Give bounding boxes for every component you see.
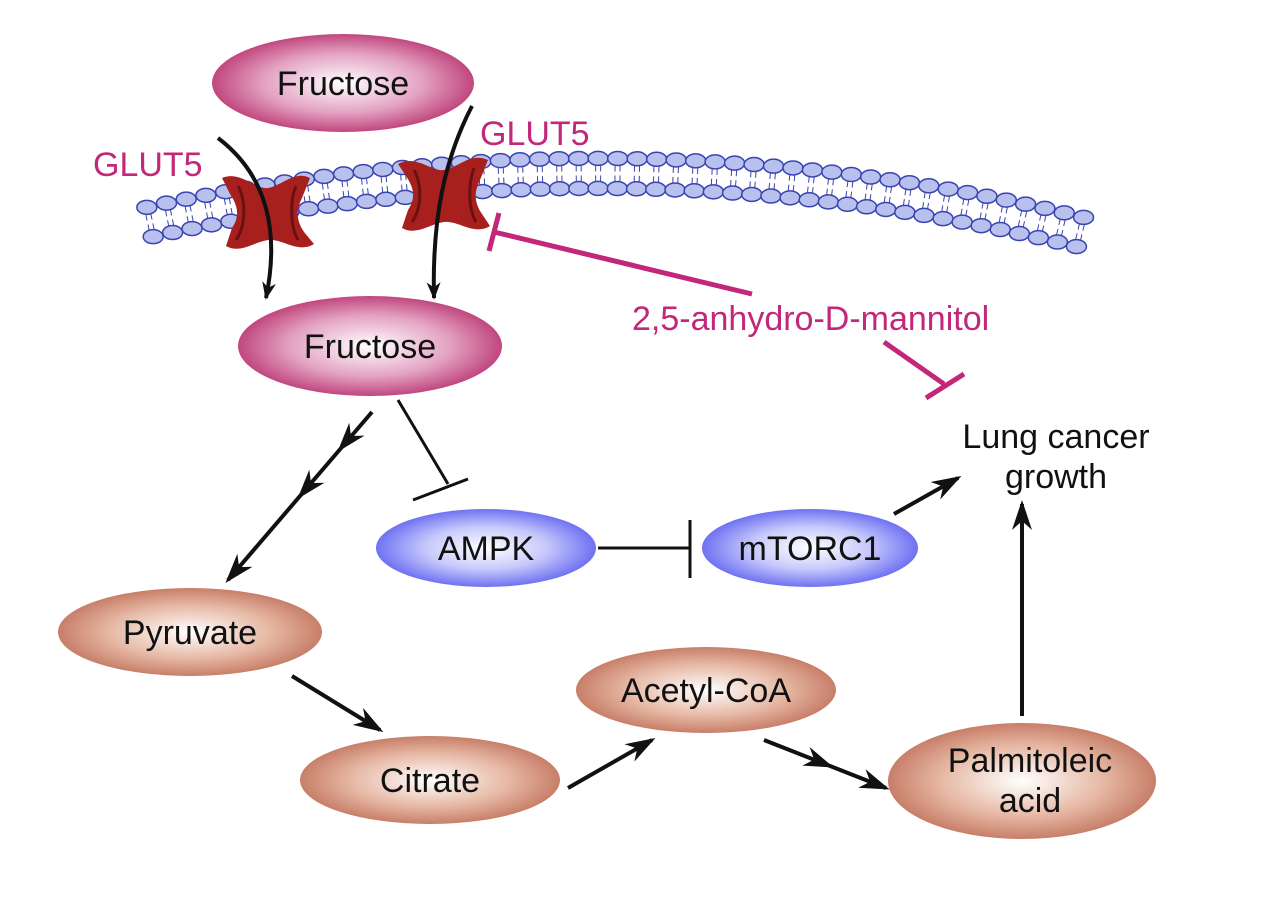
- pyruvate-node: Pyruvate: [58, 588, 322, 676]
- pyruvate-label: Pyruvate: [123, 614, 257, 652]
- fructose-outside-label: Fructose: [277, 65, 409, 103]
- acetylcoa-to-palmitoleic-arrow: [763, 738, 890, 790]
- palmitoleic-label-line1: Palmitoleic: [948, 742, 1112, 780]
- lung-cancer-growth-label: Lung cancer growth: [962, 418, 1149, 496]
- glut5-right-label: GLUT5: [480, 115, 590, 153]
- outcome-line2: growth: [1005, 458, 1107, 496]
- ampk-mtorc1-inhibition: [598, 520, 692, 578]
- fructose-uptake-arrow-right: [426, 105, 474, 300]
- mtorc1-node: mTORC1: [702, 509, 918, 587]
- fructose-ampk-inhibition: [396, 399, 469, 502]
- citrate-label: Citrate: [380, 762, 480, 800]
- glut5-left-label: GLUT5: [93, 146, 203, 184]
- citrate-to-acetylcoa-arrow: [567, 738, 656, 790]
- fructose-inside-label: Fructose: [304, 328, 436, 366]
- fructose-outside-node: Fructose: [212, 34, 474, 132]
- glut5-transporter-right: [398, 157, 490, 231]
- palmitoleic-acid-node: Palmitoleic acid: [888, 723, 1156, 839]
- citrate-node: Citrate: [300, 736, 560, 824]
- inhibitor-label: 2,5-anhydro-D-mannitol: [632, 300, 989, 338]
- pyruvate-to-citrate-arrow: [290, 674, 384, 733]
- ampk-node: AMPK: [376, 509, 596, 587]
- inhibitor-to-glut5-inhibition: [486, 212, 753, 297]
- inhibitor-to-growth-inhibition: [882, 339, 966, 401]
- acetyl-coa-label: Acetyl-CoA: [621, 672, 791, 710]
- ampk-label: AMPK: [438, 530, 535, 568]
- mtorc1-label: mTORC1: [739, 530, 882, 568]
- outcome-line1: Lung cancer: [962, 418, 1149, 456]
- acetyl-coa-node: Acetyl-CoA: [576, 647, 836, 733]
- mtorc1-to-growth-arrow: [893, 476, 962, 516]
- fructose-uptake-arrow-left: [216, 136, 277, 300]
- palmitoleic-label-line2: acid: [999, 782, 1061, 820]
- fructose-inside-node: Fructose: [238, 296, 502, 396]
- fructose-to-pyruvate-arrow: [225, 410, 374, 584]
